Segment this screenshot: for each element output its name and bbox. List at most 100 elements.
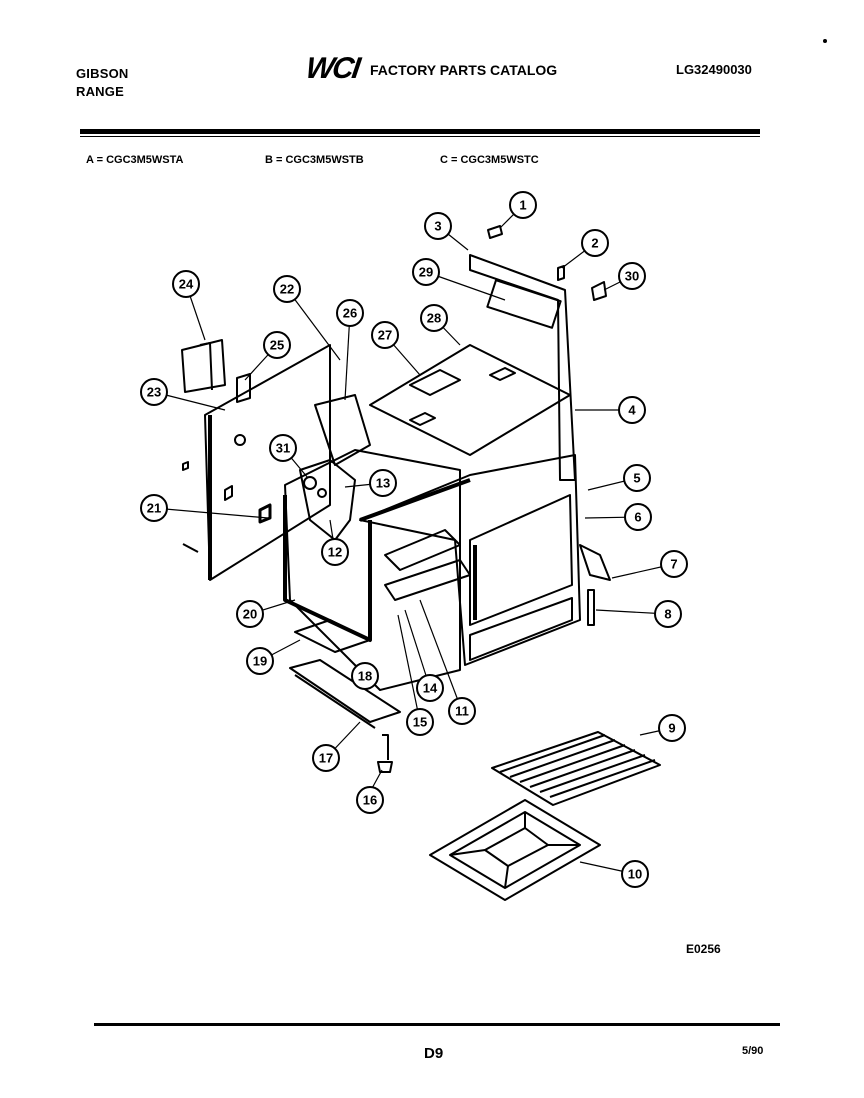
callout-28: 28 (420, 304, 448, 332)
callout-circle (263, 331, 291, 359)
callout-4: 4 (618, 396, 646, 424)
callout-circle (140, 378, 168, 406)
callout-25: 25 (263, 331, 291, 359)
clip-30 (591, 281, 607, 301)
callout-circle (618, 396, 646, 424)
panel-hole (234, 434, 246, 446)
callout-circle (312, 744, 340, 772)
duct-26 (314, 394, 371, 466)
callout-10: 10 (621, 860, 649, 888)
callout-27: 27 (371, 321, 399, 349)
callout-21: 21 (140, 494, 168, 522)
callout-label: 5 (633, 471, 640, 486)
product-type: RANGE (76, 84, 124, 99)
callout-circle (448, 697, 476, 725)
rear-panel (469, 254, 576, 481)
oven-liner (284, 449, 461, 691)
stray-mark (823, 39, 827, 43)
screw-1 (487, 225, 503, 239)
callout-31: 31 (269, 434, 297, 462)
brand-block: GIBSON RANGE (76, 65, 128, 101)
callout-label: 3 (434, 219, 441, 234)
callout-circle (420, 304, 448, 332)
callout-circle (654, 600, 682, 628)
callout-15: 15 (406, 708, 434, 736)
rear-panel-slot-29 (486, 279, 562, 329)
callout-label: 30 (625, 269, 639, 284)
callout-label: 14 (423, 681, 438, 696)
hinge-7 (579, 544, 611, 581)
callout-label: 20 (243, 607, 257, 622)
callout-label: 10 (628, 867, 642, 882)
callout-circle (660, 550, 688, 578)
model-a: A = CGC3M5WSTA (86, 154, 184, 166)
callout-label: 15 (413, 715, 427, 730)
page-number: D9 (424, 1045, 444, 1062)
callout-label: 21 (147, 501, 161, 516)
diagram-drawing (181, 225, 661, 901)
callout-circle (623, 464, 651, 492)
callout-label: 18 (358, 669, 372, 684)
front-frame (283, 495, 372, 642)
callout-30: 30 (618, 262, 646, 290)
kick-plate-17 (289, 659, 401, 723)
callout-circle (581, 229, 609, 257)
callout-circle (273, 275, 301, 303)
bottom-panel-19 (294, 619, 371, 653)
callout-24: 24 (172, 270, 200, 298)
model-b: B = CGC3M5WSTB (265, 154, 364, 166)
bracket-24 (181, 339, 226, 393)
callout-label: 27 (378, 328, 392, 343)
callout-circle (371, 321, 399, 349)
callout-17: 17 (312, 744, 340, 772)
revision-date: 5/90 (742, 1045, 764, 1057)
callout-6: 6 (624, 503, 652, 531)
callout-label: 23 (147, 385, 161, 400)
callout-label: 26 (343, 306, 357, 321)
callout-circle (351, 662, 379, 690)
callout-circle (621, 860, 649, 888)
callout-circle (416, 674, 444, 702)
spring-8 (587, 589, 595, 626)
screw-2 (557, 265, 565, 281)
callout-label: 7 (670, 557, 677, 572)
callout-13: 13 (369, 469, 397, 497)
callout-circle (412, 258, 440, 286)
callout-label: 9 (668, 721, 675, 736)
callout-12: 12 (321, 538, 349, 566)
callout-label: 17 (319, 751, 333, 766)
callout-circle (140, 494, 168, 522)
callout-circle (658, 714, 686, 742)
callout-label: 13 (376, 476, 390, 491)
callout-circle (424, 212, 452, 240)
callout-1: 1 (509, 191, 537, 219)
header-rule (80, 129, 760, 134)
callout-label: 8 (664, 607, 671, 622)
footer-rule (94, 1023, 780, 1026)
callout-label: 19 (253, 654, 267, 669)
callout-circle (321, 538, 349, 566)
callout-label: 2 (591, 236, 598, 251)
callout-circle (336, 299, 364, 327)
callout-9: 9 (658, 714, 686, 742)
callout-3: 3 (424, 212, 452, 240)
catalog-title: FACTORY PARTS CATALOG (370, 62, 558, 78)
callout-circle (369, 469, 397, 497)
callout-18: 18 (351, 662, 379, 690)
callout-circle (172, 270, 200, 298)
callout-circle (269, 434, 297, 462)
callout-label: 29 (419, 265, 433, 280)
brand-name: GIBSON (76, 66, 129, 81)
oven-rack (491, 731, 661, 806)
leader-lines (153, 204, 675, 875)
callout-22: 22 (273, 275, 301, 303)
callout-14: 14 (416, 674, 444, 702)
callout-5: 5 (623, 464, 651, 492)
callout-circle (246, 647, 274, 675)
callout-23: 23 (140, 378, 168, 406)
callout-label: 12 (328, 545, 342, 560)
clip-25 (236, 373, 251, 403)
callout-29: 29 (412, 258, 440, 286)
callout-label: 22 (280, 282, 294, 297)
